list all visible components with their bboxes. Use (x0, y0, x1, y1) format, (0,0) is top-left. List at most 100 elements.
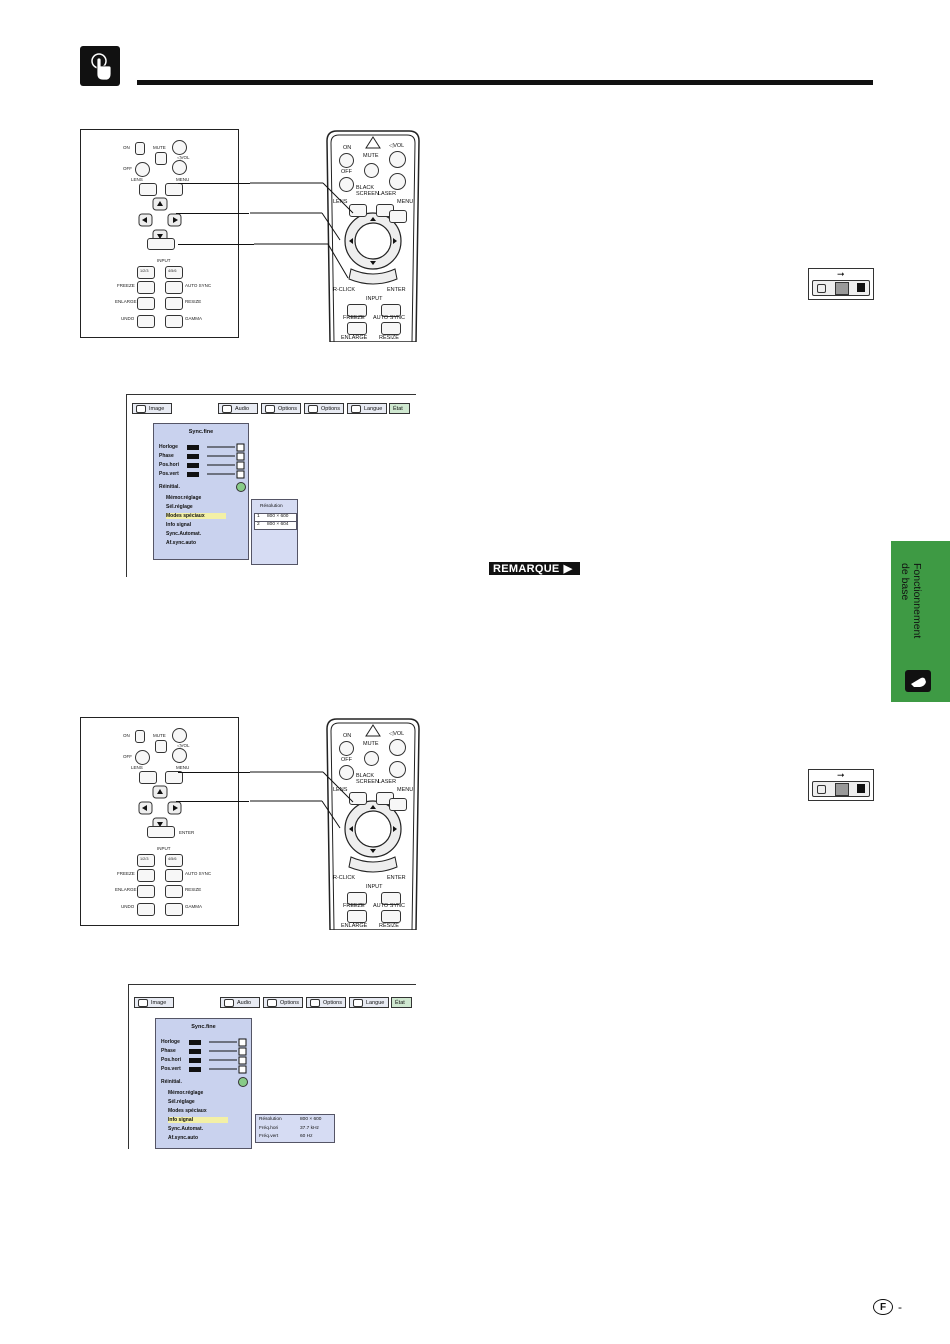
remote-input-1-button[interactable] (347, 304, 367, 317)
menu-row-reset[interactable]: Réinitial. (161, 1079, 182, 1085)
panel-enter-button[interactable] (147, 238, 175, 250)
menu-item-info-signal[interactable]: Info signal (168, 1117, 228, 1123)
panel-freeze-button[interactable] (137, 281, 155, 294)
tab-etat[interactable]: État (389, 403, 410, 414)
panel-undo-button[interactable] (137, 315, 155, 328)
menu-item-modes-speciaux[interactable]: Modes spéciaux (166, 513, 226, 519)
panel-input-label: INPUT (157, 258, 171, 263)
panel-resize-button[interactable] (165, 297, 183, 310)
tab-image[interactable]: Image (132, 403, 172, 414)
remote-vol-down-button[interactable] (389, 173, 406, 190)
tab-options-1[interactable]: Options (261, 403, 301, 414)
menu-row-pos-vert[interactable]: Pos.vert (161, 1066, 181, 1072)
tab-options-2[interactable]: Options (304, 403, 344, 414)
menu-item-memor-reglage[interactable]: Mémor.réglage (166, 495, 202, 501)
menu-row-pos-hori[interactable]: Pos.hori (159, 462, 180, 468)
panel-auto-sync-button[interactable] (165, 869, 183, 882)
mode-switch-2: ➞ (808, 769, 874, 801)
panel-auto-sync-button[interactable] (165, 281, 183, 294)
menu-item-af-sync-auto[interactable]: Af.sync.auto (168, 1135, 199, 1141)
remote-menu-button[interactable] (389, 210, 407, 223)
page-dash: - (898, 1300, 902, 1314)
panel-vol-down-button[interactable] (172, 748, 187, 763)
panel-lens-button[interactable] (139, 771, 157, 784)
remote-auto-sync-button[interactable] (381, 322, 401, 335)
remote-enlarge-label: ENLARGE (341, 923, 368, 929)
slider-bars (189, 1038, 247, 1074)
tab-image[interactable]: Image (134, 997, 174, 1008)
remote-menu-button[interactable] (389, 798, 407, 811)
panel-arrow-pad[interactable] (136, 197, 184, 243)
panel-vol-up-button[interactable] (172, 728, 187, 743)
remote-lens-button[interactable] (349, 204, 367, 217)
menu-row-horloge[interactable]: Horloge (159, 444, 178, 450)
menu-row-horloge[interactable]: Horloge (161, 1039, 180, 1045)
panel-input-1-button[interactable]: 1/2/3 (137, 854, 155, 867)
panel-input-2-button[interactable]: 4/5/6 (165, 854, 183, 867)
tab-langue[interactable]: Langue (349, 997, 389, 1008)
panel-on-button[interactable] (135, 142, 145, 155)
menu-row-phase[interactable]: Phase (159, 453, 174, 459)
menu-row-phase[interactable]: Phase (161, 1048, 176, 1054)
remote-mute-button[interactable] (364, 751, 379, 766)
remote-input-2-button[interactable] (381, 892, 401, 905)
menu-item-sel-reglage[interactable]: Sél.réglage (168, 1099, 195, 1105)
sync-fine-menu: Sync.fine Horloge Phase Pos.hori Pos.ver… (153, 423, 249, 560)
panel-menu-button[interactable] (165, 771, 183, 784)
remote-on-button[interactable] (339, 741, 354, 756)
remote-input-2-button[interactable] (381, 304, 401, 317)
remote-mute-button[interactable] (364, 163, 379, 178)
remote-off-button[interactable] (339, 765, 354, 780)
tab-audio[interactable]: Audio (220, 997, 260, 1008)
panel-vol-down-button[interactable] (172, 160, 187, 175)
menu-row-pos-hori[interactable]: Pos.hori (161, 1057, 182, 1063)
panel-freeze-button[interactable] (137, 869, 155, 882)
panel-mute-button[interactable] (155, 152, 167, 165)
remote-vol-up-button[interactable] (389, 151, 406, 168)
remote-auto-sync-label: AUTO SYNC (373, 903, 405, 909)
panel-gamma-button[interactable] (165, 903, 183, 916)
tab-langue[interactable]: Langue (347, 403, 387, 414)
menu-row-reset[interactable]: Réinitial. (159, 484, 180, 490)
panel-enter-button[interactable] (147, 826, 175, 838)
remote-off-button[interactable] (339, 177, 354, 192)
panel-input-1-button[interactable]: 1/2/3 (137, 266, 155, 279)
panel-on-button[interactable] (135, 730, 145, 743)
panel-input-2-button[interactable]: 4/5/6 (165, 266, 183, 279)
remote-vol-up-button[interactable] (389, 739, 406, 756)
menu-item-modes-speciaux[interactable]: Modes spéciaux (168, 1108, 207, 1114)
remote-auto-sync-button[interactable] (381, 910, 401, 923)
menu-item-memor-reglage[interactable]: Mémor.réglage (168, 1090, 204, 1096)
submenu-row[interactable]: 2 800 × 604 (254, 521, 297, 530)
panel-resize-button[interactable] (165, 885, 183, 898)
panel-gamma-button[interactable] (165, 315, 183, 328)
tab-audio[interactable]: Audio (218, 403, 258, 414)
panel-undo-button[interactable] (137, 903, 155, 916)
menu-item-sel-reglage[interactable]: Sél.réglage (166, 504, 193, 510)
tab-etat[interactable]: État (391, 997, 412, 1008)
menu-item-info-signal[interactable]: Info signal (166, 522, 191, 528)
tab-options-1[interactable]: Options (263, 997, 303, 1008)
remote-freeze-button[interactable] (347, 910, 367, 923)
menu-item-sync-automat[interactable]: Sync.Automat. (166, 531, 202, 537)
panel-mute-button[interactable] (155, 740, 167, 753)
hand-pointer-icon (905, 670, 931, 692)
remote-freeze-button[interactable] (347, 322, 367, 335)
menu-row-pos-vert[interactable]: Pos.vert (159, 471, 179, 477)
remote-input-1-button[interactable] (347, 892, 367, 905)
panel-enlarge-button[interactable] (137, 297, 155, 310)
remote-on-button[interactable] (339, 153, 354, 168)
panel-enlarge-button[interactable] (137, 885, 155, 898)
menu-item-af-sync-auto[interactable]: Af.sync.auto (166, 540, 197, 546)
panel-arrow-pad[interactable] (136, 785, 184, 831)
panel-off-button[interactable] (135, 750, 150, 765)
remote-vol-down-button[interactable] (389, 761, 406, 778)
menu-item-sync-automat[interactable]: Sync.Automat. (168, 1126, 204, 1132)
remote-off-label: OFF (341, 757, 352, 763)
panel-menu-button[interactable] (165, 183, 183, 196)
panel-off-button[interactable] (135, 162, 150, 177)
tab-options-2[interactable]: Options (306, 997, 346, 1008)
arrow-right-icon: ➞ (837, 770, 845, 780)
panel-lens-button[interactable] (139, 183, 157, 196)
panel-vol-up-button[interactable] (172, 140, 187, 155)
